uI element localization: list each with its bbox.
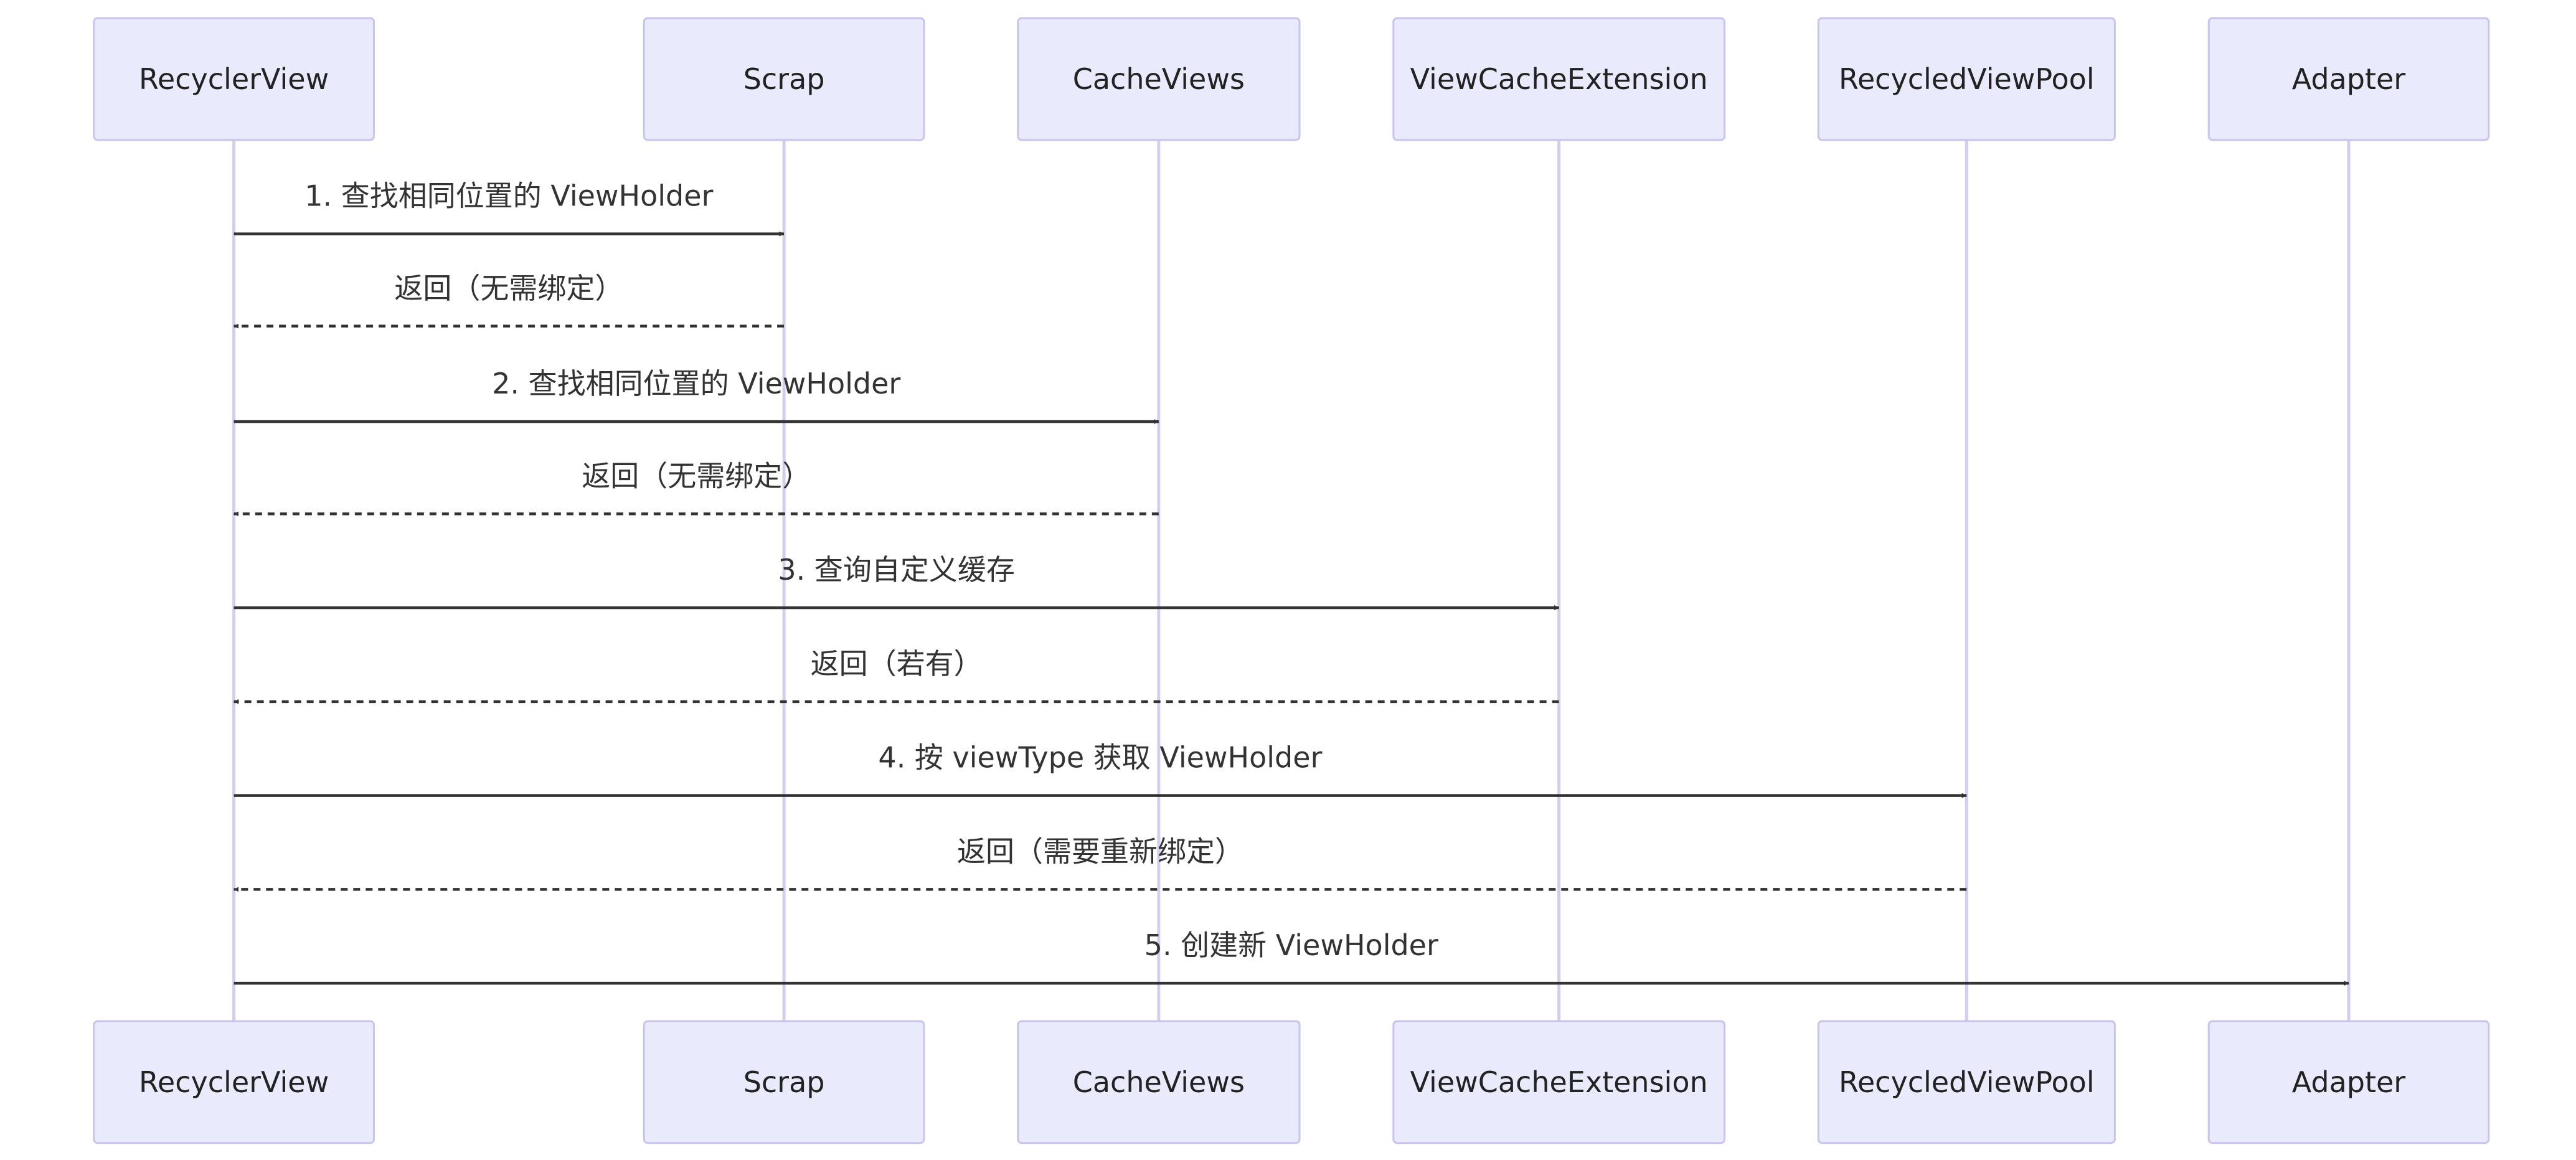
participant-cacheviews-bottom: CacheViews: [1017, 1020, 1301, 1144]
participant-label: Adapter: [2292, 1065, 2406, 1099]
message-5: 3. 查询自定义缓存: [234, 553, 1560, 611]
message-label: 3. 查询自定义缓存: [778, 553, 1015, 587]
participant-recycledviewpool-bottom: RecycledViewPool: [1817, 1020, 2116, 1144]
message-label: 返回（需要重新绑定）: [957, 834, 1243, 868]
participant-box: [2207, 17, 2490, 141]
participant-box: [1817, 17, 2116, 141]
participant-label: RecyclerView: [139, 62, 329, 96]
message-label: 5. 创建新 ViewHolder: [1144, 928, 1438, 962]
message-2: 返回（无需绑定）: [234, 271, 785, 329]
participant-label: ViewCacheExtension: [1410, 62, 1708, 96]
participant-recyclerview-bottom: RecyclerView: [93, 1020, 375, 1144]
participant-box: [643, 17, 925, 141]
message-label: 1. 查找相同位置的 ViewHolder: [304, 179, 713, 213]
messages: 1. 查找相同位置的 ViewHolder 返回（无需绑定） 2. 查找相同位置的 …: [234, 179, 2349, 986]
message-9: 5. 创建新 ViewHolder: [234, 928, 2349, 986]
participant-label: CacheViews: [1073, 1065, 1245, 1099]
participant-recyclerview-top: RecyclerView: [93, 17, 375, 141]
message-label: 2. 查找相同位置的 ViewHolder: [492, 367, 900, 400]
message-label: 返回（无需绑定）: [582, 459, 811, 493]
participant-cacheviews-top: CacheViews: [1017, 17, 1301, 141]
message-7: 4. 按 viewType 获取 ViewHolder: [234, 741, 1967, 798]
participant-label: Adapter: [2292, 62, 2406, 96]
participant-label: Scrap: [743, 62, 825, 96]
participant-label: RecycledViewPool: [1839, 62, 2095, 96]
participants-bottom: RecyclerView Scrap CacheViews ViewCacheExte…: [93, 1020, 2490, 1144]
participant-box: [1392, 1020, 1725, 1144]
participant-label: RecycledViewPool: [1839, 1065, 2095, 1099]
participant-box: [1817, 1020, 2116, 1144]
participant-viewcacheextension-top: ViewCacheExtension: [1392, 17, 1725, 141]
participant-label: ViewCacheExtension: [1410, 1065, 1708, 1099]
participant-box: [1017, 17, 1301, 141]
participant-viewcacheextension-bottom: ViewCacheExtension: [1392, 1020, 1725, 1144]
message-label: 返回（若有）: [811, 647, 983, 681]
message-label: 4. 按 viewType 获取 ViewHolder: [878, 741, 1322, 775]
participant-label: RecyclerView: [139, 1065, 329, 1099]
message-6: 返回（若有）: [234, 647, 1559, 704]
lifelines: [232, 139, 2351, 1021]
participant-scrap-top: Scrap: [643, 17, 925, 141]
participant-box: [2207, 1020, 2490, 1144]
message-label: 返回（无需绑定）: [394, 271, 623, 305]
message-8: 返回（需要重新绑定）: [234, 834, 1967, 892]
participant-box: [93, 17, 375, 141]
participant-adapter-top: Adapter: [2207, 17, 2490, 141]
participant-box: [1392, 17, 1725, 141]
participant-label: Scrap: [743, 1065, 825, 1099]
message-1: 1. 查找相同位置的 ViewHolder: [234, 179, 785, 237]
participant-recycledviewpool-top: RecycledViewPool: [1817, 17, 2116, 141]
message-4: 返回（无需绑定）: [234, 459, 1159, 517]
participant-box: [1017, 1020, 1301, 1144]
participant-box: [93, 1020, 375, 1144]
participant-scrap-bottom: Scrap: [643, 1020, 925, 1144]
participants-top: RecyclerView Scrap CacheViews ViewCacheExte…: [93, 17, 2490, 141]
message-3: 2. 查找相同位置的 ViewHolder: [234, 367, 1159, 425]
participant-label: CacheViews: [1073, 62, 1245, 96]
participant-adapter-bottom: Adapter: [2207, 1020, 2490, 1144]
participant-box: [643, 1020, 925, 1144]
